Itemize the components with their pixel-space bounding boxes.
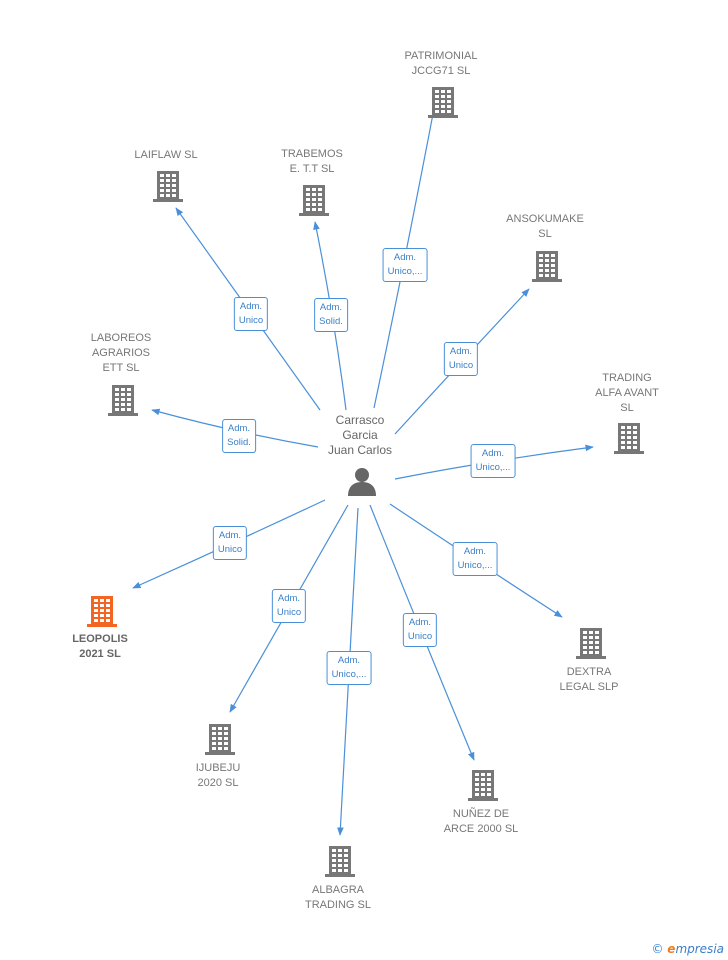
role-badge-nunez: Adm. Unico: [402, 613, 438, 647]
role-badge-dextra: Adm. Unico,...: [452, 542, 498, 576]
center-person-name[interactable]: Carrasco Garcia Juan Carlos: [327, 413, 393, 457]
person-icon: [348, 468, 376, 496]
company-label-trading-alfa[interactable]: TRADING ALFA AVANT SL: [595, 372, 659, 414]
building-icon-patrimonial[interactable]: [428, 87, 458, 118]
building-icon-albagra[interactable]: [325, 846, 355, 877]
building-icon-nunez[interactable]: [468, 770, 498, 801]
brand-initial: e: [667, 942, 676, 956]
brand-name: mpresia: [675, 942, 724, 956]
building-icon-trading-alfa[interactable]: [614, 423, 644, 454]
company-label-leopolis[interactable]: LEOPOLIS 2021 SL: [72, 633, 128, 660]
role-badge-ijubeju: Adm. Unico: [271, 589, 307, 623]
role-badge-patrimonial: Adm. Unico,...: [382, 248, 428, 282]
role-badge-albagra: Adm. Unico,...: [326, 651, 372, 685]
company-label-trabemos[interactable]: TRABEMOS E. T.T SL: [281, 148, 343, 175]
building-icon-trabemos[interactable]: [299, 185, 329, 216]
company-label-patrimonial[interactable]: PATRIMONIAL JCCG71 SL: [404, 50, 478, 77]
empresia-logo: © empresia: [651, 942, 724, 956]
role-badge-laboreos: Adm. Solid.: [222, 419, 256, 453]
copyright-symbol: ©: [651, 942, 664, 956]
building-icon-dextra[interactable]: [576, 628, 606, 659]
building-icon-laiflaw[interactable]: [153, 171, 183, 202]
role-badge-trading-alfa: Adm. Unico,...: [470, 444, 516, 478]
company-label-nunez[interactable]: NUÑEZ DE ARCE 2000 SL: [443, 808, 519, 835]
company-label-dextra[interactable]: DEXTRA LEGAL SLP: [559, 666, 619, 693]
company-label-laiflaw[interactable]: LAIFLAW SL: [134, 149, 198, 161]
company-label-ijubeju[interactable]: IJUBEJU 2020 SL: [195, 762, 241, 789]
role-badge-laiflaw: Adm. Unico: [233, 297, 269, 331]
building-icon-ansokumake[interactable]: [532, 251, 562, 282]
role-badge-trabemos: Adm. Solid.: [314, 298, 348, 332]
role-badge-leopolis: Adm. Unico: [212, 526, 248, 560]
role-badge-ansokumake: Adm. Unico: [443, 342, 479, 376]
company-label-laboreos[interactable]: LABOREOS AGRARIOS ETT SL: [90, 332, 152, 374]
building-icon-leopolis[interactable]: [87, 596, 117, 627]
company-label-albagra[interactable]: ALBAGRA TRADING SL: [304, 884, 372, 911]
building-icon-ijubeju[interactable]: [205, 724, 235, 755]
company-label-ansokumake[interactable]: ANSOKUMAKE SL: [506, 213, 584, 240]
building-icon-laboreos[interactable]: [108, 385, 138, 416]
